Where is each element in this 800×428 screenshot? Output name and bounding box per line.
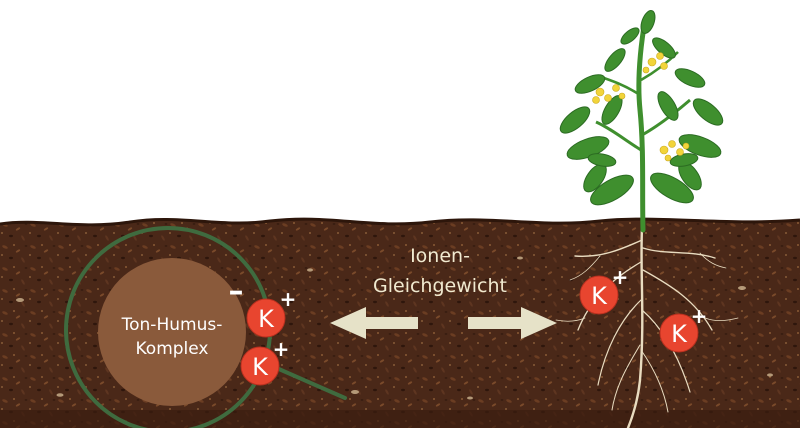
arrow-right [468,307,557,339]
soil-pebbles [16,256,773,400]
equilibrium-label-line1: Ionen- [410,245,470,267]
clay-humus-complex [98,258,246,406]
svg-text:+: + [691,304,708,328]
equilibrium-label-line2: Gleichgewicht [373,275,507,297]
ion-k-plant-right: K + [659,304,708,353]
svg-text:+: + [280,287,297,311]
svg-text:+: + [612,265,629,289]
ion-k-complex-top: K + [246,287,297,338]
complex-label-line1: Ton-Humus- [121,315,223,335]
svg-text:K: K [252,353,269,381]
ring-tail [270,364,347,400]
ion-k-plant-left: K + [579,265,629,315]
plant-flowers [592,52,690,162]
svg-text:K: K [258,305,275,333]
svg-text:K: K [671,320,688,348]
arrow-left [330,307,418,339]
svg-text:K: K [591,282,608,310]
ion-k-complex-bottom: K + [240,337,290,386]
plant-leaves [559,10,724,206]
complex-label-line2: Komplex [136,339,209,359]
plant-stem [636,17,648,233]
svg-text:+: + [273,337,290,361]
negative-charge-sign: – [229,274,244,309]
